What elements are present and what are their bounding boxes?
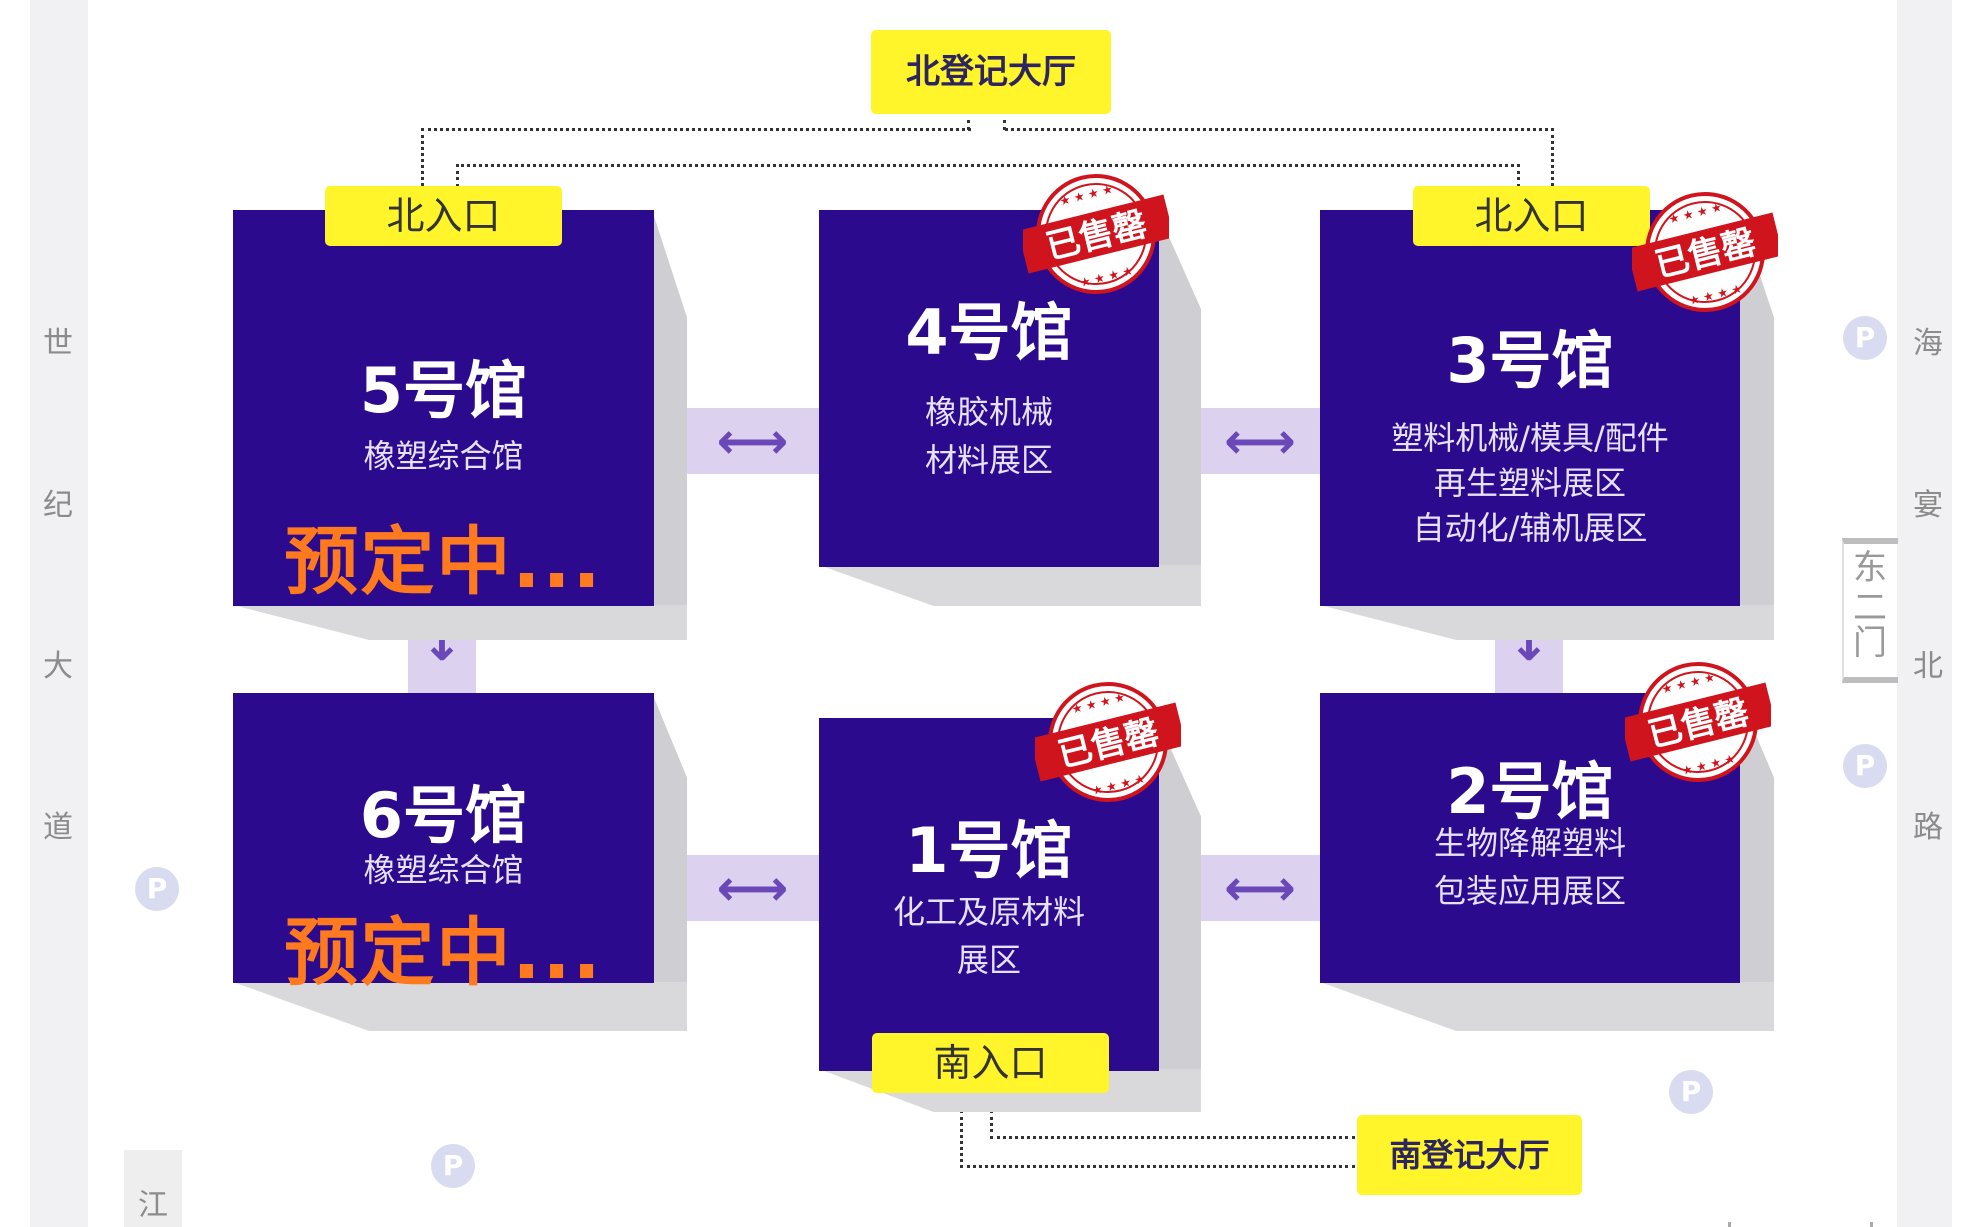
road-label-char: 北 xyxy=(1913,649,1943,684)
road-label-char: 海 xyxy=(1913,326,1943,361)
parking-icon: P xyxy=(1843,316,1887,360)
road-haiyan-north xyxy=(1897,0,1952,1227)
hall-description: 橡塑综合馆 xyxy=(363,437,524,475)
road-label-char: 大 xyxy=(43,649,73,684)
hall-5[interactable]: 5号馆 橡塑综合馆 预定中... xyxy=(233,210,654,606)
north-route-path xyxy=(1003,120,1006,130)
parking-icon: P xyxy=(1843,744,1887,788)
road-label-char: 世 xyxy=(43,326,73,361)
hall-shadow xyxy=(233,605,687,640)
south-entrance-tag-hall1[interactable]: 南入口 xyxy=(872,1033,1109,1093)
north-entrance-tag-hall5[interactable]: 北入口 xyxy=(325,186,562,246)
north-route-path xyxy=(967,120,970,130)
east-gate-label-char: 东 xyxy=(1853,548,1887,588)
sold-out-stamp: ★ ★ ★ ★ ★ ★ ★ ★ 已售罄 xyxy=(1023,174,1169,294)
hall-number: 6号馆 xyxy=(359,779,528,852)
hall-number: 4号馆 xyxy=(905,296,1073,369)
parking-icon: P xyxy=(431,1144,475,1188)
sold-out-stamp: ★ ★ ★ ★ ★ ★ ★ ★ 已售罄 xyxy=(1625,662,1771,782)
connector-4-3 xyxy=(1200,408,1320,474)
hall-description: 橡塑综合馆 xyxy=(363,851,524,889)
bidirectional-arrow-icon: ⟷ xyxy=(716,859,789,917)
bidirectional-arrow-icon: ⟷ xyxy=(716,412,789,470)
south-route-path xyxy=(960,1110,1355,1168)
bidirectional-arrow-icon: ⟷ xyxy=(1224,859,1296,917)
road-label-char: 纪 xyxy=(43,488,73,523)
hall-shadow xyxy=(1320,605,1774,640)
north-entrance-tag-hall3[interactable]: 北入口 xyxy=(1413,186,1650,246)
east-gate-bracket xyxy=(1842,538,1898,683)
hall-description: 展区 xyxy=(956,941,1021,979)
hall-number: 3号馆 xyxy=(1446,324,1614,397)
hall-description: 自动化/辅机展区 xyxy=(1412,509,1648,547)
sold-out-stamp: ★ ★ ★ ★ ★ ★ ★ ★ 已售罄 xyxy=(1035,682,1181,802)
hall-shadow xyxy=(819,565,1201,606)
north-route-path xyxy=(421,128,971,186)
road-label-char: 道 xyxy=(43,810,73,845)
bidirectional-arrow-icon: ⟷ xyxy=(1224,412,1296,470)
hall-description: 包装应用展区 xyxy=(1433,872,1626,910)
north-route-path xyxy=(1005,128,1554,186)
bottom-road xyxy=(124,1150,182,1227)
hall-shadow xyxy=(1320,982,1774,1031)
road-label-char: 江 xyxy=(138,1188,168,1223)
edge-mark xyxy=(1870,1222,1873,1227)
road-shijie-avenue xyxy=(30,0,88,1227)
east-gate-label-char: 门 xyxy=(1853,623,1887,663)
parking-icon: P xyxy=(1669,1070,1713,1114)
south-registration-hall[interactable]: 南登记大厅 xyxy=(1357,1115,1582,1195)
hall-description: 化工及原材料 xyxy=(892,893,1085,931)
road-label-char: 路 xyxy=(1913,810,1943,845)
hall-description: 再生塑料展区 xyxy=(1433,464,1626,502)
hall-number: 1号馆 xyxy=(905,814,1073,887)
connector-5-4 xyxy=(685,408,820,474)
hall-description: 塑料机械/模具/配件 xyxy=(1391,419,1669,457)
east-gate-label-char: 二 xyxy=(1853,588,1887,628)
hall-description: 橡胶机械 xyxy=(924,393,1053,431)
connector-6-1 xyxy=(685,855,820,921)
hall-number: 5号馆 xyxy=(359,354,528,427)
edge-mark xyxy=(1728,1222,1731,1227)
hall-number: 2号馆 xyxy=(1446,755,1614,828)
booking-status: 预定中... xyxy=(284,910,603,996)
hall-6[interactable]: 6号馆 橡塑综合馆 预定中... xyxy=(233,693,654,996)
booking-status: 预定中... xyxy=(284,519,603,605)
hall-description: 生物降解塑料 xyxy=(1433,824,1626,862)
north-registration-hall[interactable]: 北登记大厅 xyxy=(871,30,1111,114)
south-route-path xyxy=(990,1110,1355,1139)
hall-shadow xyxy=(652,210,687,640)
hall-shadow xyxy=(652,693,687,1031)
connector-1-2 xyxy=(1200,855,1320,921)
parking-icon: P xyxy=(135,867,179,911)
north-route-path xyxy=(456,164,1520,187)
road-label-char: 宴 xyxy=(1913,488,1943,523)
hall-3[interactable]: 3号馆 塑料机械/模具/配件 再生塑料展区 自动化/辅机展区 xyxy=(1320,210,1740,606)
hall-description: 材料展区 xyxy=(924,441,1053,479)
sold-out-stamp: ★ ★ ★ ★ ★ ★ ★ ★ 已售罄 xyxy=(1632,192,1778,312)
